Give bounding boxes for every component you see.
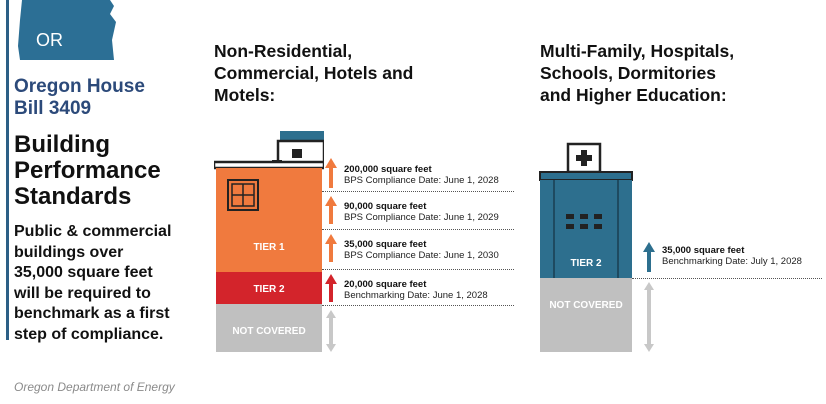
page-title: Building Performance Standards: [14, 131, 161, 210]
not-covered-block: [216, 304, 322, 352]
accent-rule: [6, 0, 9, 340]
not-covered-label: NOT COVERED: [232, 326, 306, 337]
tier2-label: TIER 2: [570, 258, 602, 269]
arrow-up-red-icon: [325, 274, 337, 302]
divider: [322, 269, 514, 270]
source-credit: Oregon Department of Energy: [14, 380, 175, 394]
description: Public & commercial buildings over 35,00…: [14, 223, 172, 343]
arrow-up-teal-icon: [643, 242, 655, 272]
tier2-block: [216, 272, 322, 304]
bill-name: Oregon House Bill 3409: [14, 76, 145, 119]
threshold-35k: 35,000 square feet BPS Compliance Date: …: [344, 239, 499, 261]
multi-family-arrows: [643, 242, 655, 352]
arrow-up-icon: [325, 158, 337, 262]
multi-family-building: [539, 142, 633, 352]
double-arrow-icon: [644, 282, 654, 352]
multi-family-heading: Multi-Family, Hospitals, Schools, Dormit…: [540, 41, 735, 105]
double-arrow-icon: [326, 310, 336, 352]
divider: [632, 278, 822, 279]
building-window-icon: [227, 179, 259, 211]
divider: [322, 191, 514, 192]
tier1-block: [216, 168, 322, 272]
vent-icon: [566, 214, 602, 229]
threshold-20k: 20,000 square feet Benchmarking Date: Ju…: [344, 279, 488, 301]
threshold-200k: 200,000 square feet BPS Compliance Date:…: [344, 164, 499, 186]
divider: [322, 305, 514, 306]
roof-cap: [280, 131, 324, 141]
not-covered-label: NOT COVERED: [549, 300, 623, 311]
threshold-90k: 90,000 square feet BPS Compliance Date: …: [344, 201, 499, 223]
threshold-35k-multi: 35,000 square feet Benchmarking Date: Ju…: [662, 245, 802, 267]
not-covered-block: [540, 278, 632, 352]
commercial-building: [214, 131, 324, 352]
state-abbreviation: OR: [36, 30, 63, 50]
parapet: [214, 160, 324, 170]
oregon-state-icon: [18, 0, 116, 60]
non-residential-heading: Non-Residential, Commercial, Hotels and …: [214, 41, 414, 105]
penthouse-window: [292, 149, 302, 158]
tier1-label: TIER 1: [253, 242, 285, 253]
divider: [322, 229, 514, 230]
tier2-label: TIER 2: [253, 284, 285, 295]
commercial-arrows: [325, 158, 337, 352]
